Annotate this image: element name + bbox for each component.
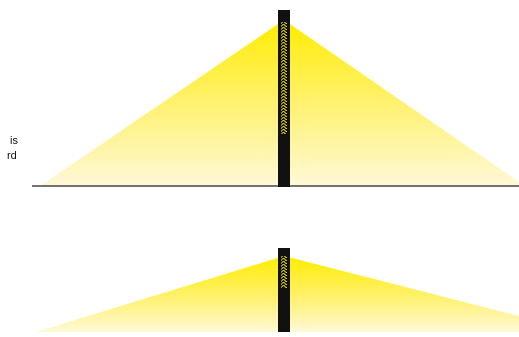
upper-panel [32,10,519,187]
lower-lamp-coil [281,256,287,288]
clipped-text-line-1: is [10,135,18,148]
lower-light-cone [36,256,519,332]
lower-panel [36,248,519,332]
clipped-text-line-2: rd [7,150,17,163]
upper-lamp-coil [281,22,287,134]
